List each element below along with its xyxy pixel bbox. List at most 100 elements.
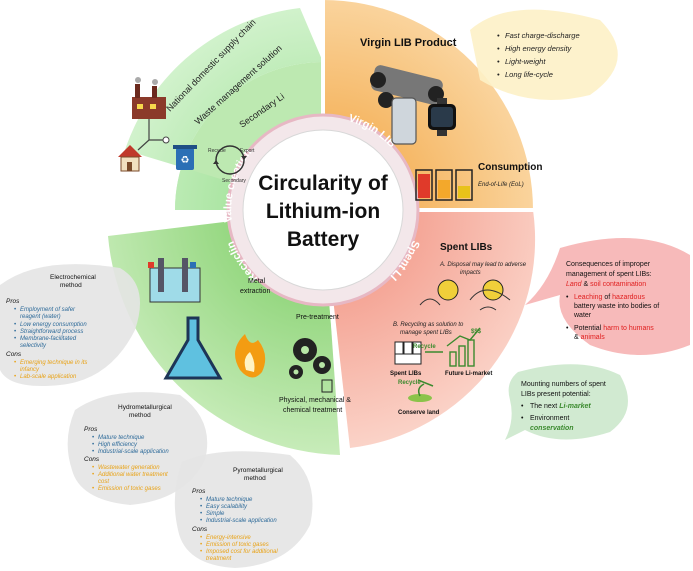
- potential-title-line2: LIBs present potential:: [521, 391, 591, 398]
- electro-pro-dot-1: •: [14, 307, 16, 313]
- cons-bullet-1-line2: battery waste into bodies of: [574, 303, 659, 310]
- cons-bullet-1: Leaching of hazardous: [574, 294, 645, 301]
- spent-libs-label: Spent LIBs: [390, 371, 422, 377]
- cons-amp2: &: [574, 334, 581, 341]
- recycle-arrow-2: [417, 379, 434, 387]
- cons-leaching: Leaching: [574, 294, 603, 301]
- cycle-secondary-label: Secondary: [222, 178, 246, 184]
- potential-bubble: [505, 364, 628, 440]
- consumption-title: Consumption: [478, 162, 542, 173]
- pyrometallurgical-group: Pyrometallurgical method Pros • Mature t…: [174, 451, 313, 568]
- cons-bullet-2: Potential harm to humans: [574, 325, 654, 332]
- pretreatment-label: Pre-treatment: [296, 314, 339, 321]
- pyro-cons: Cons: [192, 526, 208, 533]
- center-title-line1: Circularity of: [258, 172, 389, 195]
- electro-pro-3: Straightforward process: [20, 329, 83, 335]
- conserve-land-icon: [408, 383, 432, 402]
- electro-con-2: Lab-scale application: [20, 374, 77, 380]
- pyro-pro-2: Easy scalability: [206, 504, 248, 510]
- pyro-con-1: Energy-intensive: [206, 535, 251, 541]
- conserve-land-label: Conserve land: [398, 410, 440, 416]
- spent-battery-stack-icon: [394, 341, 422, 365]
- electro-title-line2: method: [60, 282, 82, 289]
- electro-pro-dot-2: •: [14, 322, 16, 328]
- spent-b-line1: B. Recycling as solution to: [393, 322, 464, 328]
- recycling-group: Metal extraction Pre-treatment Physical,…: [148, 258, 351, 414]
- spent-b-line2: manage spent LIBs: [400, 330, 452, 336]
- potential-next: The next: [530, 403, 559, 410]
- house-icon: [118, 145, 142, 172]
- smartwatch-icon: [428, 98, 456, 136]
- cons-title-line2: management of spent LIBs:: [566, 271, 652, 278]
- hydro-con-2: Additional water treatment: [97, 472, 168, 478]
- electro-cons: Cons: [6, 351, 22, 358]
- cons-harm: harm to humans: [603, 325, 654, 332]
- svg-text:♻: ♻: [181, 155, 190, 166]
- electro-pro-1b: reagent (water): [20, 314, 61, 320]
- recycle-label-2: Recycle: [398, 380, 421, 386]
- electro-con-1b: infancy: [20, 367, 40, 373]
- virgin-bullets-bubble: [470, 9, 618, 100]
- smartphone-icon: [391, 97, 417, 145]
- hazard-icons: [419, 279, 511, 311]
- pyro-title-line1: Pyrometallurgical: [233, 467, 283, 474]
- physical-mech-line1: Physical, mechanical &: [279, 397, 351, 404]
- hydrometallurgical-group: Hydrometallurgical method Pros • Mature …: [67, 392, 208, 505]
- electro-pro-2: Low energy consumption: [20, 322, 87, 328]
- potential-group: Mounting numbers of spent LIBs present p…: [505, 364, 628, 440]
- pyro-bubble: [174, 451, 313, 568]
- virgin-bullet-dot-4: •: [497, 70, 500, 79]
- consequences-bubble: [525, 238, 690, 355]
- hydro-pro-dot-3: •: [92, 449, 94, 455]
- electrochemical-cell-icon: [148, 258, 201, 303]
- center-title-line3: Battery: [287, 228, 360, 251]
- hydro-pro-3: Industrial-scale application: [98, 449, 169, 455]
- eol-label: End-of-Life (EoL): [478, 182, 524, 188]
- flask-icon: [163, 316, 223, 380]
- hydro-pro-dot-1: •: [92, 435, 94, 441]
- cons-animals: animals: [581, 334, 606, 341]
- potential-title-line1: Mounting numbers of spent: [521, 381, 606, 388]
- cons-of: of: [602, 294, 612, 301]
- market-chart-icon: [446, 327, 481, 367]
- hydro-con-2b: cost: [98, 479, 109, 485]
- cons-bullet-dot-2: •: [566, 325, 569, 332]
- spent-group: Spent LIBs A. Disposal may lead to adver…: [390, 242, 527, 416]
- virgin-bullet-dot-1: •: [497, 31, 500, 40]
- spent-title: Spent LIBs: [440, 242, 493, 253]
- electro-pro-dot-4: •: [14, 336, 16, 342]
- future-market-label: Future Li-market: [445, 371, 492, 377]
- potential-bullet-dot-1: •: [521, 403, 524, 410]
- electro-con-1: Emerging technique in its: [20, 360, 87, 366]
- cons-bullet-dot-1: •: [566, 294, 569, 301]
- pyro-pro-dot-3: •: [200, 511, 202, 517]
- connector-lines: [137, 119, 166, 151]
- cycle-export-label: Export: [240, 148, 255, 154]
- recycle-label-1: Recycle: [413, 344, 436, 350]
- pyro-con-3: Imposed cost for additional: [206, 549, 278, 555]
- electro-title-line1: Electrochemical: [50, 274, 96, 281]
- electro-con-dot-1: •: [14, 360, 16, 366]
- pyro-pro-3: Simple: [206, 511, 225, 517]
- hydro-pro-1: Mature technique: [98, 435, 145, 441]
- cons-potential: Potential: [574, 325, 603, 332]
- hydro-con-3: Emission of toxic gases: [98, 486, 161, 492]
- pyro-pro-dot-1: •: [200, 497, 202, 503]
- hydro-pro-2: High efficiency: [98, 442, 138, 448]
- gears-icon: [289, 338, 333, 393]
- pyro-con-dot-3: •: [200, 549, 202, 555]
- virgin-bullet-2: High energy density: [505, 44, 573, 53]
- pyro-pro-1: Mature technique: [206, 497, 253, 503]
- electro-pro-4: Membrane-facilitated: [20, 336, 77, 342]
- hydro-con-1: Wastewater generation: [98, 465, 160, 471]
- hydro-con-dot-3: •: [92, 486, 94, 492]
- dollar-label: $$$: [471, 329, 482, 335]
- potential-conservation: conservation: [530, 425, 574, 432]
- pyro-title-line2: method: [244, 475, 266, 482]
- pyro-pro-dot-2: •: [200, 504, 202, 510]
- cons-land-line: Land & soil contamination: [566, 281, 646, 288]
- pyro-con-3b: treatment: [206, 556, 232, 562]
- hydro-pro-dot-2: •: [92, 442, 94, 448]
- virgin-bullet-dot-2: •: [497, 44, 500, 53]
